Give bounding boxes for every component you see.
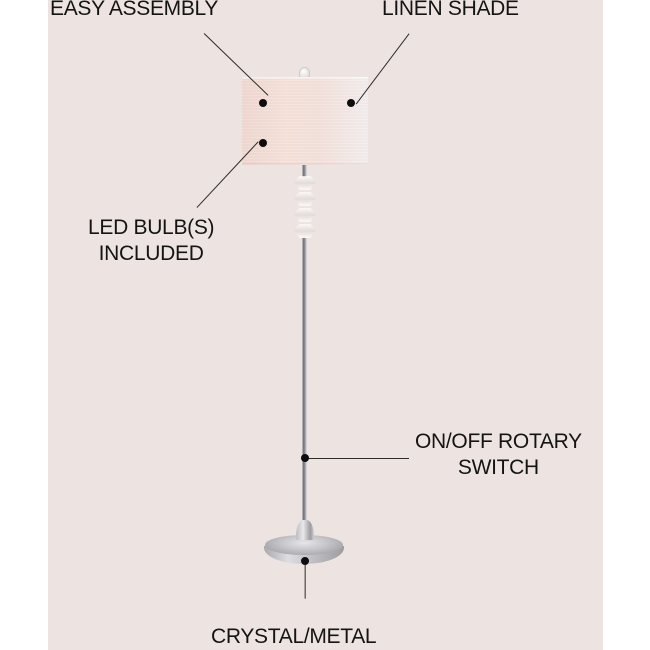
callout-text-line-2: SWITCH [457, 456, 539, 479]
callout-text: CRYSTAL/METAL [211, 625, 377, 648]
crystal-1 [294, 176, 316, 190]
callout-rotary-switch-dot [301, 454, 309, 462]
lamp-pole-upper [302, 165, 307, 177]
callout-rotary-switch-label: ON/OFF ROTARY SWITCH [415, 429, 582, 481]
callout-linen-shade-label: LINEN SHADE [382, 0, 519, 22]
lamp-base-top [265, 535, 343, 555]
lamp-base-neck [296, 520, 314, 540]
callout-text-line-2: INCLUDED [98, 242, 204, 265]
callout-rotary-switch-line [305, 458, 409, 460]
callout-material-line [304, 561, 306, 599]
lamp-shade [242, 77, 368, 165]
callout-easy-assembly-dot [259, 99, 267, 107]
callout-text: LINEN SHADE [382, 0, 519, 20]
callout-easy-assembly-label: EASY ASSEMBLY [50, 0, 218, 22]
callout-text: EASY ASSEMBLY [50, 0, 219, 20]
callout-text-line-1: ON/OFF ROTARY [415, 430, 582, 453]
callout-led-bulbs-dot [259, 139, 267, 147]
crystal-4 [294, 224, 316, 238]
callout-material-label: CRYSTAL/METAL [211, 624, 377, 650]
callout-led-bulbs-label: LED BULB(S) INCLUDED [88, 215, 215, 267]
callout-material-dot [301, 557, 309, 565]
crystal-3 [294, 208, 316, 222]
callout-linen-shade-dot [347, 99, 355, 107]
lamp-pole [302, 238, 307, 524]
crystal-2 [294, 192, 316, 206]
callout-text-line-1: LED BULB(S) [88, 216, 215, 239]
